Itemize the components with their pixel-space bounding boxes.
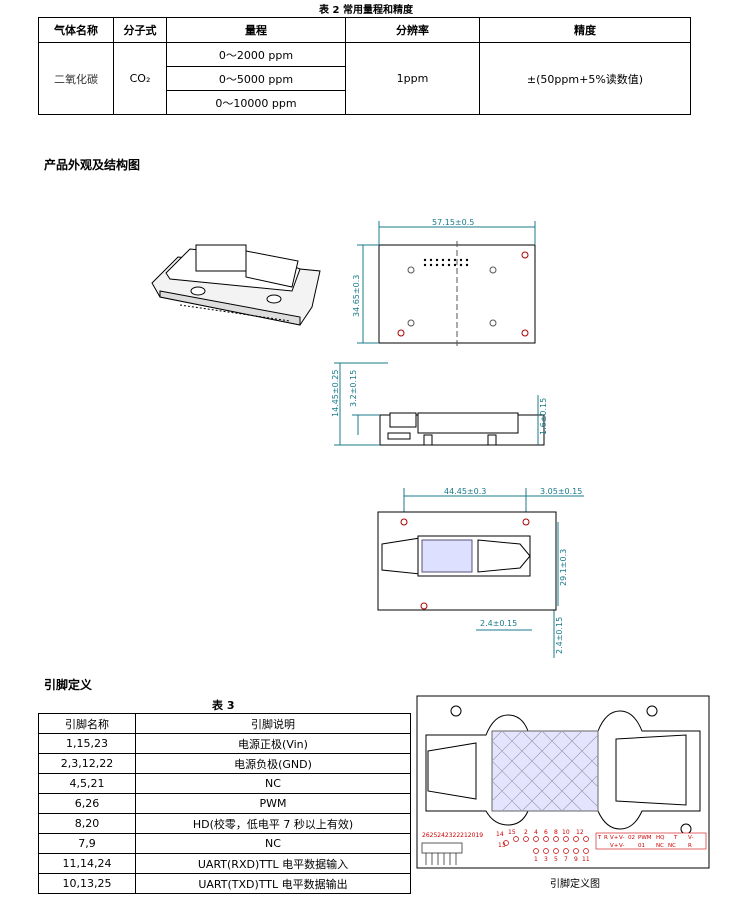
dim-bottom-small-h: 2.4±0.15 — [480, 619, 517, 628]
side-view-drawing: 14.45±0.25 3.2±0.15 1.6±0.15 — [331, 362, 548, 446]
range-cell: 0～2000 ppm — [166, 42, 346, 67]
table2-title: 表 2 常用量程和精度 — [319, 5, 413, 16]
col-pin-name: 引脚名称 — [38, 713, 136, 734]
pin-name-cell: 1,15,23 — [38, 733, 136, 754]
col-pin-desc: 引脚说明 — [135, 713, 411, 734]
pin-desc-cell: 电源负极(GND) — [135, 753, 411, 774]
bottom-view-drawing: 44.45±0.3 3.05±0.15 29.1±0.3 2.4±0.15 2.… — [377, 487, 584, 658]
pin-numbers-left: 2625242322212019 — [422, 832, 483, 839]
col-formula: 分子式 — [113, 17, 167, 43]
dim-bottom-right: 3.05±0.15 — [540, 487, 582, 496]
signal-label: T — [673, 835, 678, 841]
pin-name-cell: 6,26 — [38, 793, 136, 814]
dim-side-total: 14.45±0.25 — [331, 370, 340, 417]
pin-desc-cell: UART(RXD)TTL 电平数据输入 — [135, 853, 411, 874]
pin-label: 2 — [524, 829, 528, 836]
range-accuracy-table: 气体名称 分子式 量程 分辨率 精度 二氧化碳 CO₂ 0～2000 ppm 1… — [38, 17, 691, 115]
signal-label: T — [597, 835, 602, 841]
signal-label: V- — [619, 843, 624, 849]
signal-label: PWM — [638, 835, 652, 841]
pin-label: 7 — [564, 856, 568, 863]
pin-desc-cell: NC — [135, 833, 411, 854]
pin-label: 10 — [562, 829, 570, 836]
signal-label: HQ — [656, 835, 665, 841]
dim-bottom-small-v: 2.4±0.15 — [555, 617, 564, 654]
dim-top-height: 34.65±0.3 — [352, 275, 361, 317]
pin-name-cell: 11,14,24 — [38, 853, 136, 874]
col-range: 量程 — [166, 17, 346, 43]
pin-label: 6 — [544, 829, 548, 836]
pin-label: 1 — [534, 856, 538, 863]
product-3d-illustration — [151, 244, 321, 326]
signal-label: 01 — [638, 843, 645, 849]
col-accuracy: 精度 — [479, 17, 691, 43]
pin-label: 5 — [554, 856, 558, 863]
section-title-appearance: 产品外观及结构图 — [44, 158, 141, 172]
gas-name-cell: 二氧化碳 — [38, 42, 114, 115]
signal-label: NC — [668, 843, 676, 849]
signal-label: R — [604, 835, 608, 841]
pin-desc-cell: 电源正极(Vin) — [135, 733, 411, 754]
pin-name-cell: 7,9 — [38, 833, 136, 854]
section-title-pins: 引脚定义 — [44, 678, 93, 692]
pin-label: 8 — [554, 829, 558, 836]
pin-name-cell: 4,5,21 — [38, 773, 136, 794]
pin-desc-cell: NC — [135, 773, 411, 794]
pin-label: 3 — [544, 856, 548, 863]
range-cell: 0～5000 ppm — [166, 66, 346, 91]
dim-bottom-height: 29.1±0.3 — [559, 549, 568, 586]
signal-label: V+ — [610, 835, 619, 841]
pin-label: 12 — [576, 829, 584, 836]
formula-cell: CO₂ — [113, 42, 167, 115]
table3-title: 表 3 — [212, 699, 235, 712]
signal-label: R — [688, 843, 692, 849]
pin-diagram-caption: 引脚定义图 — [550, 879, 600, 890]
dim-top-width: 57.15±0.5 — [432, 218, 474, 227]
col-resolution: 分辨率 — [345, 17, 480, 43]
pin-name-cell: 8,20 — [38, 813, 136, 834]
col-gas-name: 气体名称 — [38, 17, 114, 43]
top-view-drawing: 57.15±0.5 34.65±0.3 — [352, 218, 536, 347]
dim-side-right: 1.6±0.15 — [539, 398, 548, 435]
pin-label: 4 — [534, 829, 538, 836]
signal-label: V+ — [610, 843, 619, 849]
signal-label: V- — [688, 835, 693, 841]
resolution-cell: 1ppm — [345, 42, 480, 115]
signal-label: 02 — [628, 835, 635, 841]
pin-desc-cell: HD(校零，低电平 7 秒以上有效) — [135, 813, 411, 834]
pin-desc-cell: PWM — [135, 793, 411, 814]
accuracy-cell: ±(50ppm+5%读数值) — [479, 42, 691, 115]
pin-name-cell: 10,13,25 — [38, 873, 136, 894]
pin-desc-cell: UART(TXD)TTL 电平数据输出 — [135, 873, 411, 894]
range-cell: 0～10000 ppm — [166, 90, 346, 115]
dim-side-upper: 3.2±0.15 — [349, 370, 358, 407]
pin-definition-diagram: 2625242322212019 14 15 2 4 6 8 10 12 1 3… — [416, 695, 710, 869]
pin-label: 15 — [508, 829, 516, 836]
signal-label: V- — [619, 835, 624, 841]
pin-label: 13 — [498, 842, 506, 849]
pin-label: 11 — [582, 856, 590, 863]
pin-name-cell: 2,3,12,22 — [38, 753, 136, 774]
signal-label: NC — [656, 843, 664, 849]
pin-label: 14 — [496, 831, 504, 838]
dim-bottom-width: 44.45±0.3 — [444, 487, 486, 496]
pin-label: 9 — [574, 856, 578, 863]
